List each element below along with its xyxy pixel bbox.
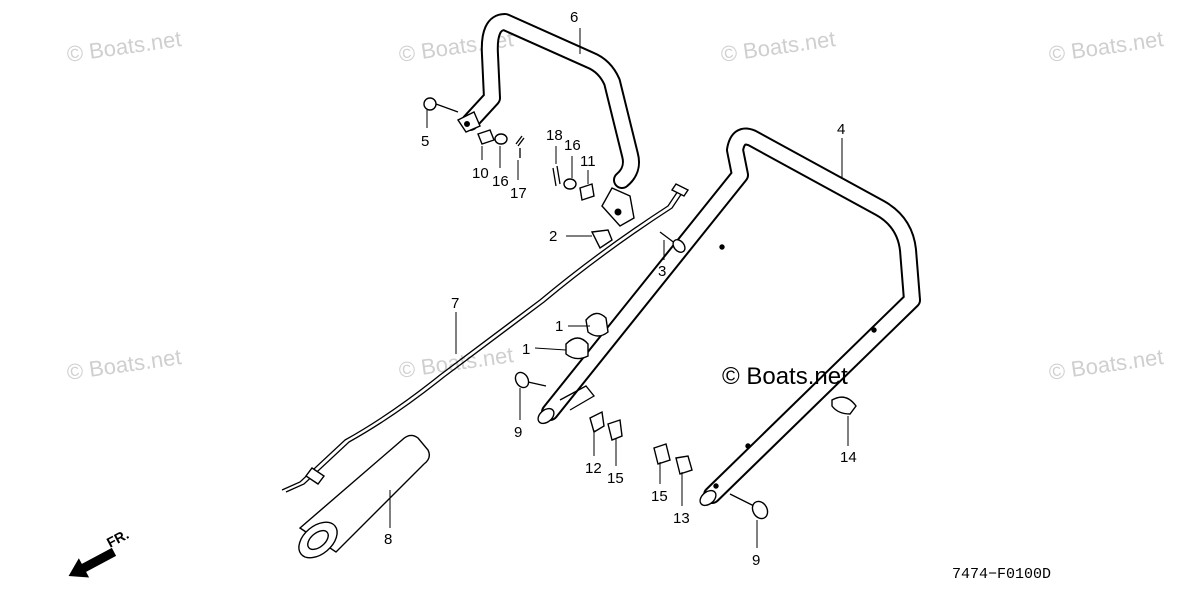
watermark-main: © Boats.net [722,363,848,390]
part-8-grip [298,434,431,559]
part-4-handle-pipe [537,127,921,507]
direction-label: FR. [104,526,131,551]
callout-2: 2 [549,228,557,245]
callout-1: 1 [522,341,530,358]
callout-14: 14 [840,449,857,466]
watermark: © Boats.net [1047,344,1165,385]
callout-5: 5 [421,133,429,150]
diagram-code: 7474−F0100D [952,566,1051,583]
part-7-cable [281,183,690,493]
callout-18: 18 [546,127,563,144]
callout-4: 4 [837,121,845,138]
front-direction-indicator: FR. [68,526,131,578]
hardware [423,97,857,520]
watermark: © Boats.net [65,26,183,67]
callout-17: 17 [510,185,527,202]
part-6-control-lever [456,13,640,227]
callout-13: 13 [673,510,690,527]
watermark: © Boats.net [1047,26,1165,67]
callouts: 6 5 10 16 17 18 16 11 2 3 4 7 1 1 9 12 1… [384,9,857,569]
callout-9: 9 [514,424,522,441]
leader-lines [389,28,849,548]
callout-3: 3 [658,263,666,280]
callout-6: 6 [570,9,578,26]
callout-11: 11 [580,153,596,170]
callout-16: 16 [492,173,509,190]
callout-12: 12 [585,460,602,477]
callout-8: 8 [384,531,392,548]
watermark: © Boats.net [65,344,183,385]
front-arrow-icon [68,547,117,578]
callout-16: 16 [564,137,581,154]
callout-10: 10 [472,165,489,182]
callout-1: 1 [555,318,563,335]
callout-15: 15 [651,488,668,505]
watermark: © Boats.net [719,26,837,67]
callout-15: 15 [607,470,624,487]
callout-7: 7 [451,295,459,312]
callout-9: 9 [752,552,760,569]
